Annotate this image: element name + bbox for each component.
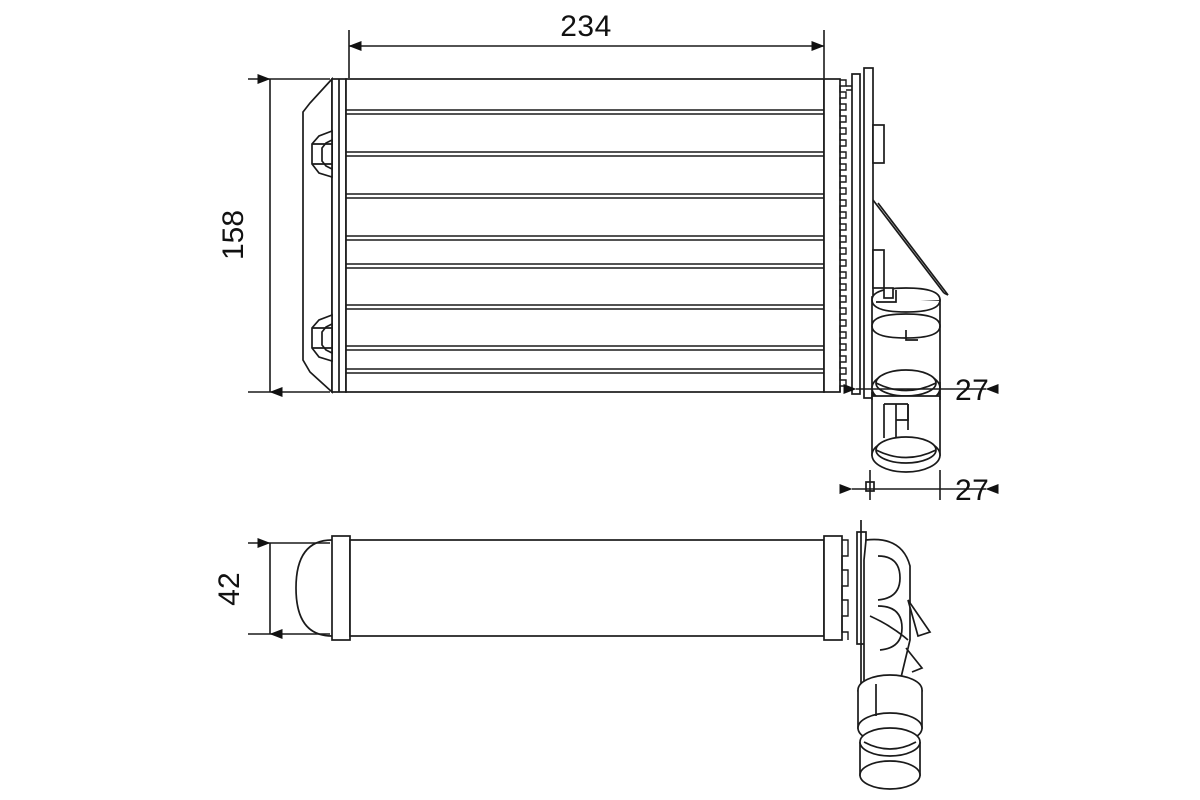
dimension-lines [248, 30, 999, 639]
dim-depth-42 [248, 538, 330, 639]
side-hose-nozzle [857, 674, 923, 790]
dim-width-234 [348, 30, 825, 78]
serrated-fin-edge [839, 79, 847, 392]
right-header-bar [823, 78, 841, 393]
side-serrated-edge [841, 539, 849, 640]
side-left-plate [331, 535, 351, 641]
side-view-geometry [295, 520, 932, 790]
side-rounded-end [295, 539, 333, 637]
core-tube-lines [346, 109, 824, 374]
dim-label-height: 158 [217, 210, 250, 260]
dim-inlet-27 [843, 382, 999, 400]
side-right-header [823, 535, 843, 641]
flange-plate [863, 67, 874, 399]
side-hose-body [863, 538, 932, 691]
dim-outlet-27 [839, 470, 999, 500]
hose-connector-upper [871, 287, 941, 406]
dim-label-inlet: 27 [955, 374, 989, 407]
dimension-labels: 234 158 27 27 42 [213, 10, 989, 606]
flange-lug-upper [872, 124, 885, 164]
front-view-geometry [302, 67, 949, 492]
dim-label-width: 234 [560, 10, 612, 43]
dim-label-depth: 42 [213, 572, 246, 605]
mounting-tab-lower [311, 313, 333, 363]
hose-connector-lower [865, 395, 941, 492]
gasket-strip [851, 73, 861, 395]
side-core-slab [349, 539, 825, 637]
dim-label-outlet: 27 [955, 474, 989, 507]
flange-lug-lower [872, 249, 885, 289]
bracket-arm [872, 199, 949, 296]
mounting-tab-upper [311, 129, 333, 179]
dim-height-158 [248, 74, 330, 397]
